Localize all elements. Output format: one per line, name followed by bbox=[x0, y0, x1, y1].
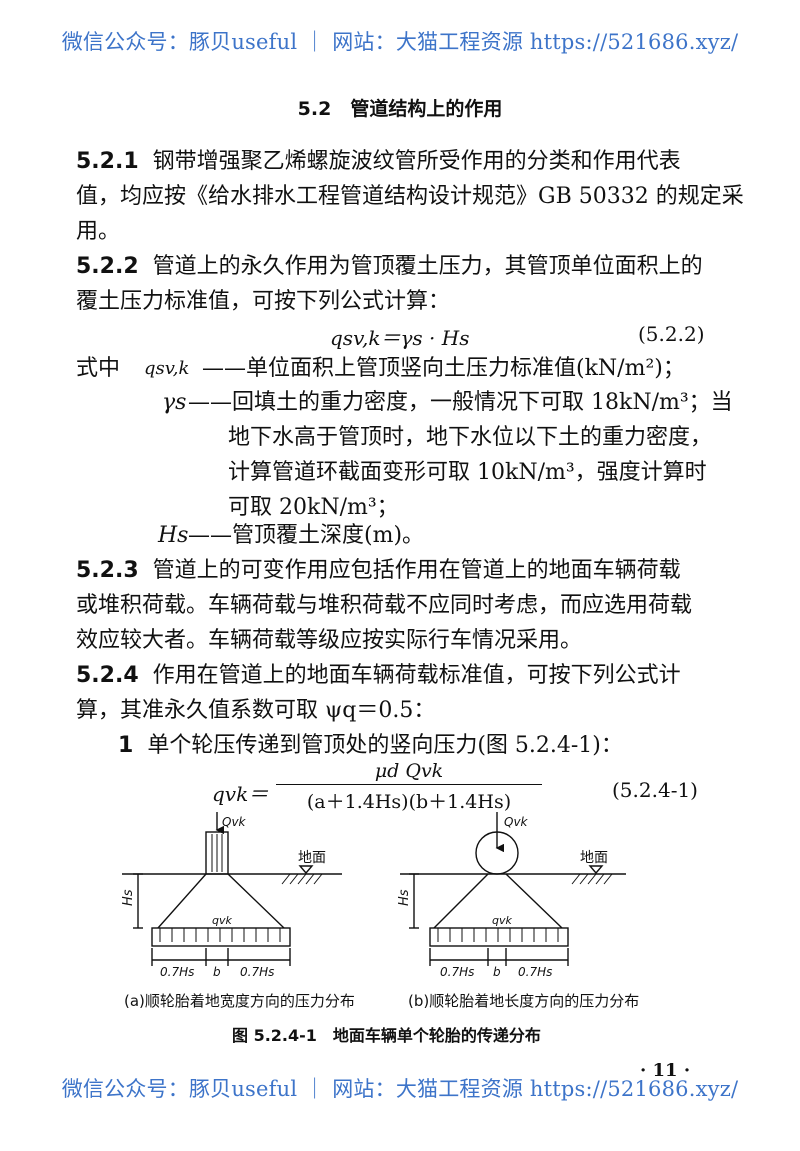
diagram-b bbox=[400, 812, 626, 966]
watermark-top: 微信公众号：豚贝useful ｜ 网站：大猫工程资源 https://52168… bbox=[61, 30, 739, 54]
desc-gamma-4: 可取 20kN/m³； bbox=[228, 495, 399, 520]
clause-5-2-4-line-1: 5.2.4 作用在管道上的地面车辆荷载标准值，可按下列公式计 bbox=[76, 659, 681, 693]
label-hs-b: Hs bbox=[397, 889, 412, 906]
clause-5-2-3-line-2: 或堆积荷载。车辆荷载与堆积荷载不应同时考虑，而应选用荷载 bbox=[76, 593, 693, 618]
clause-text: 钢带增强聚乙烯螺旋波纹管所受作用的分类和作用代表 bbox=[152, 149, 681, 174]
ground-hatch bbox=[571, 873, 613, 885]
pressure-arrows bbox=[159, 928, 281, 942]
desc-hs: ——管顶覆土深度(m)。 bbox=[188, 523, 425, 548]
fraction-numerator: μd Qvk bbox=[276, 760, 542, 785]
ground-marker bbox=[588, 865, 604, 875]
watermark-bottom: 微信公众号：豚贝useful ｜ 网站：大猫工程资源 https://52168… bbox=[61, 1077, 739, 1101]
formula-5-2-4-1-fraction: μd Qvk (a＋1.4Hs)(b＋1.4Hs) bbox=[276, 760, 542, 814]
clause-5-2-3-line-1: 5.2.3 管道上的可变作用应包括作用在管道上的地面车辆荷载 bbox=[76, 554, 681, 588]
desc-gamma-2: 地下水高于管顶时，地下水位以下土的重力密度， bbox=[228, 425, 713, 450]
label-07h-left-b: 0.7Hs bbox=[440, 965, 474, 979]
clause-5-2-2-line-1: 5.2.2 管道上的永久作用为管顶覆土压力，其管顶单位面积上的 bbox=[76, 250, 703, 284]
label-hs-a: Hs bbox=[121, 889, 136, 906]
clause-5-2-1-line-1: 5.2.1 钢带增强聚乙烯螺旋波纹管所受作用的分类和作用代表 bbox=[76, 145, 681, 179]
label-07h-left-a: 0.7Hs bbox=[160, 965, 194, 979]
clause-text: 管道上的可变作用应包括作用在管道上的地面车辆荷载 bbox=[152, 558, 681, 583]
label-b-b: b bbox=[493, 965, 501, 979]
label-qvk-b: qvk bbox=[492, 914, 512, 927]
clause-5-2-2-line-2: 覆土压力标准值，可按下列公式计算： bbox=[76, 289, 451, 314]
label-qvk-load-a: Qvk bbox=[222, 815, 247, 829]
formula-5-2-4-1-lhs: qvk＝ bbox=[212, 782, 269, 806]
equation-number-5-2-4-1: (5.2.4-1) bbox=[612, 778, 698, 802]
desc-qsvk: ——单位面积上管顶竖向土压力标准值(kN/m²)； bbox=[202, 356, 685, 381]
figure-title: 图 5.2.4-1 地面车辆单个轮胎的传递分布 bbox=[232, 1026, 541, 1045]
item-text: 单个轮压传递到管顶处的竖向压力(图 5.2.4-1)： bbox=[147, 733, 623, 758]
pressure-block bbox=[151, 927, 291, 947]
caption-a: (a)顺轮胎着地宽度方向的压力分布 bbox=[124, 992, 355, 1010]
label-qvk-load-b: Qvk bbox=[504, 815, 529, 829]
item-number: 1 bbox=[118, 733, 134, 758]
clause-text: 作用在管道上的地面车辆荷载标准值，可按下列公式计 bbox=[152, 663, 681, 688]
clause-5-2-3-line-3: 效应较大者。车辆荷载等级应按实际行车情况采用。 bbox=[76, 628, 583, 653]
label-07h-right-a: 0.7Hs bbox=[240, 965, 274, 979]
label-07h-right-b: 0.7Hs bbox=[518, 965, 552, 979]
spread-line-right bbox=[505, 873, 563, 929]
spread-line-left bbox=[433, 873, 489, 929]
page-number: · 11 · bbox=[640, 1060, 691, 1081]
diagram-a bbox=[122, 812, 342, 966]
where-label: 式中 bbox=[76, 356, 121, 381]
label-ground-b: 地面 bbox=[580, 850, 608, 866]
caption-b: (b)顺轮胎着地长度方向的压力分布 bbox=[408, 992, 640, 1010]
clause-number: 5.2.4 bbox=[76, 663, 139, 688]
label-qvk-a: qvk bbox=[212, 914, 232, 927]
section-title: 5.2 管道结构上的作用 bbox=[297, 98, 503, 120]
clause-number: 5.2.1 bbox=[76, 149, 139, 174]
clause-text: 管道上的永久作用为管顶覆土压力，其管顶单位面积上的 bbox=[152, 254, 703, 279]
symbol-qsvk: qsv,k bbox=[144, 358, 190, 379]
pressure-block bbox=[429, 927, 569, 947]
spread-line-right bbox=[227, 873, 285, 929]
label-ground-a: 地面 bbox=[298, 850, 326, 866]
clause-number: 5.2.3 bbox=[76, 558, 139, 583]
pressure-arrows bbox=[437, 928, 559, 942]
clause-5-2-1-line-3: 用。 bbox=[76, 219, 121, 244]
spread-line-left bbox=[157, 873, 207, 929]
symbol-hs: Hs bbox=[158, 523, 189, 548]
clause-5-2-1-line-2: 值，均应按《给水排水工程管道结构设计规范》GB 50332 的规定采 bbox=[76, 184, 744, 209]
symbol-gamma: γs bbox=[162, 390, 187, 415]
formula-5-2-2: qsv,k＝γs · Hs bbox=[330, 326, 470, 350]
desc-gamma-3: 计算管道环截面变形可取 10kN/m³，强度计算时 bbox=[228, 460, 707, 485]
clause-number: 5.2.2 bbox=[76, 254, 139, 279]
figure-5-2-4-1: Qvk 地面 Hs qvk 0.7Hs b 0.7Hs Qvk bbox=[121, 812, 626, 979]
tire-hatch bbox=[211, 834, 223, 872]
fraction-denominator: (a＋1.4Hs)(b＋1.4Hs) bbox=[306, 791, 512, 813]
desc-gamma-1: ——回填土的重力密度，一般情况下可取 18kN/m³；当 bbox=[188, 390, 733, 415]
ground-marker bbox=[298, 865, 314, 875]
label-b-a: b bbox=[213, 965, 221, 979]
clause-5-2-4-line-2: 算，其准永久值系数可取 ψq＝0.5： bbox=[76, 698, 436, 723]
item-1: 1 单个轮压传递到管顶处的竖向压力(图 5.2.4-1)： bbox=[118, 729, 623, 763]
equation-number-5-2-2: (5.2.2) bbox=[638, 322, 705, 346]
ground-hatch bbox=[281, 873, 323, 885]
